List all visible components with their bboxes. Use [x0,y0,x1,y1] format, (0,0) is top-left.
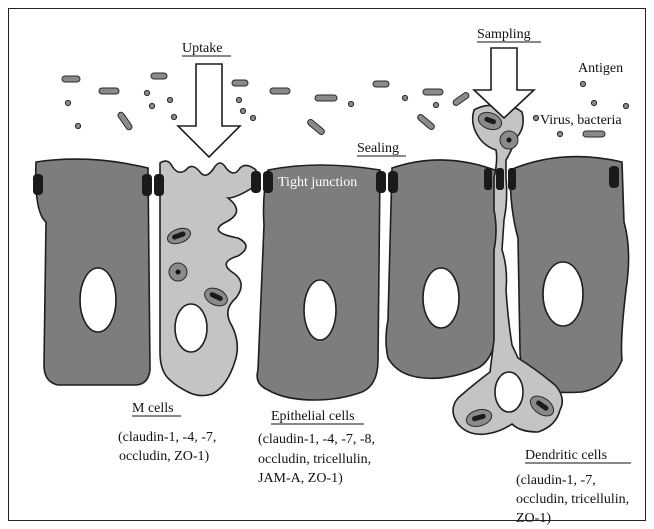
virus [171,114,176,119]
virus [348,101,353,106]
sealing-label: Sealing [357,141,399,156]
tight-junction [263,171,273,193]
virus-bacteria-label: Virus, bacteria [540,113,622,128]
m-cells-proteins-line: occludin, ZO-1) [119,449,210,464]
virus [75,123,80,128]
virus [149,103,154,108]
bacterium [117,111,133,131]
epithelial-cells-proteins-line: (claudin-1, -4, -7, -8, [258,432,375,447]
bacterium [416,113,435,130]
epithelial-cells-proteins-line: JAM-A, ZO-1) [258,471,343,486]
nucleus [423,268,459,328]
nucleus [543,262,583,326]
bacterium [151,73,167,79]
dendritic-cells-proteins-line: (claudin-1, -7, [516,473,596,488]
bacterium [99,88,119,94]
sampling-label: Sampling [477,27,531,42]
bacterium [232,80,248,86]
tight-junction [496,168,504,190]
tight-junction [142,174,152,196]
virus [167,97,172,102]
virus [250,115,255,120]
antigen-label: Antigen [578,61,623,76]
epithelial-cells-proteins-line: occludin, tricellulin, [258,452,371,467]
tight-junction [376,171,386,193]
bacterium [373,81,389,87]
tight-junction [251,171,261,193]
epithelial-cells-title: Epithelial cells [271,409,355,424]
virus [557,131,562,136]
virus [533,115,538,120]
virus [433,102,438,107]
dendritic-cells-proteins-line: occludin, tricellulin, [516,492,629,507]
dendritic-cells-proteins-line: ZO-1) [516,511,551,526]
uptake-label: Uptake [182,41,222,56]
tight-junction [508,168,516,190]
tight-junction [154,174,164,196]
virus [236,97,241,102]
tight-junction [33,174,43,195]
uptake-arrow [178,64,240,157]
virus [144,90,149,95]
virus [623,103,628,108]
bacterium [583,131,605,137]
nucleus [304,280,336,340]
antigen-dot [507,138,512,143]
bacterium [423,89,443,95]
tight-junction [388,171,398,193]
bacterium [452,91,470,106]
tight-junction [609,166,619,188]
virus [240,108,245,113]
m-cell-pocket [175,304,207,352]
virus [402,95,407,100]
antigen-dot [176,270,181,275]
nucleus [80,268,116,332]
m-cells-title: M cells [132,401,174,416]
virus [580,81,585,86]
virus [591,100,596,105]
tight-junction [484,168,492,190]
nucleus [495,372,523,412]
bacterium [306,118,325,135]
bacterium [270,88,290,94]
bacterium [315,95,337,101]
dendritic-cells-title: Dendritic cells [525,448,607,463]
tight-junction-label: Tight junction [278,175,357,190]
virus [65,100,70,105]
m-cells-proteins-line: (claudin-1, -4, -7, [118,430,216,445]
bacterium [62,76,80,82]
